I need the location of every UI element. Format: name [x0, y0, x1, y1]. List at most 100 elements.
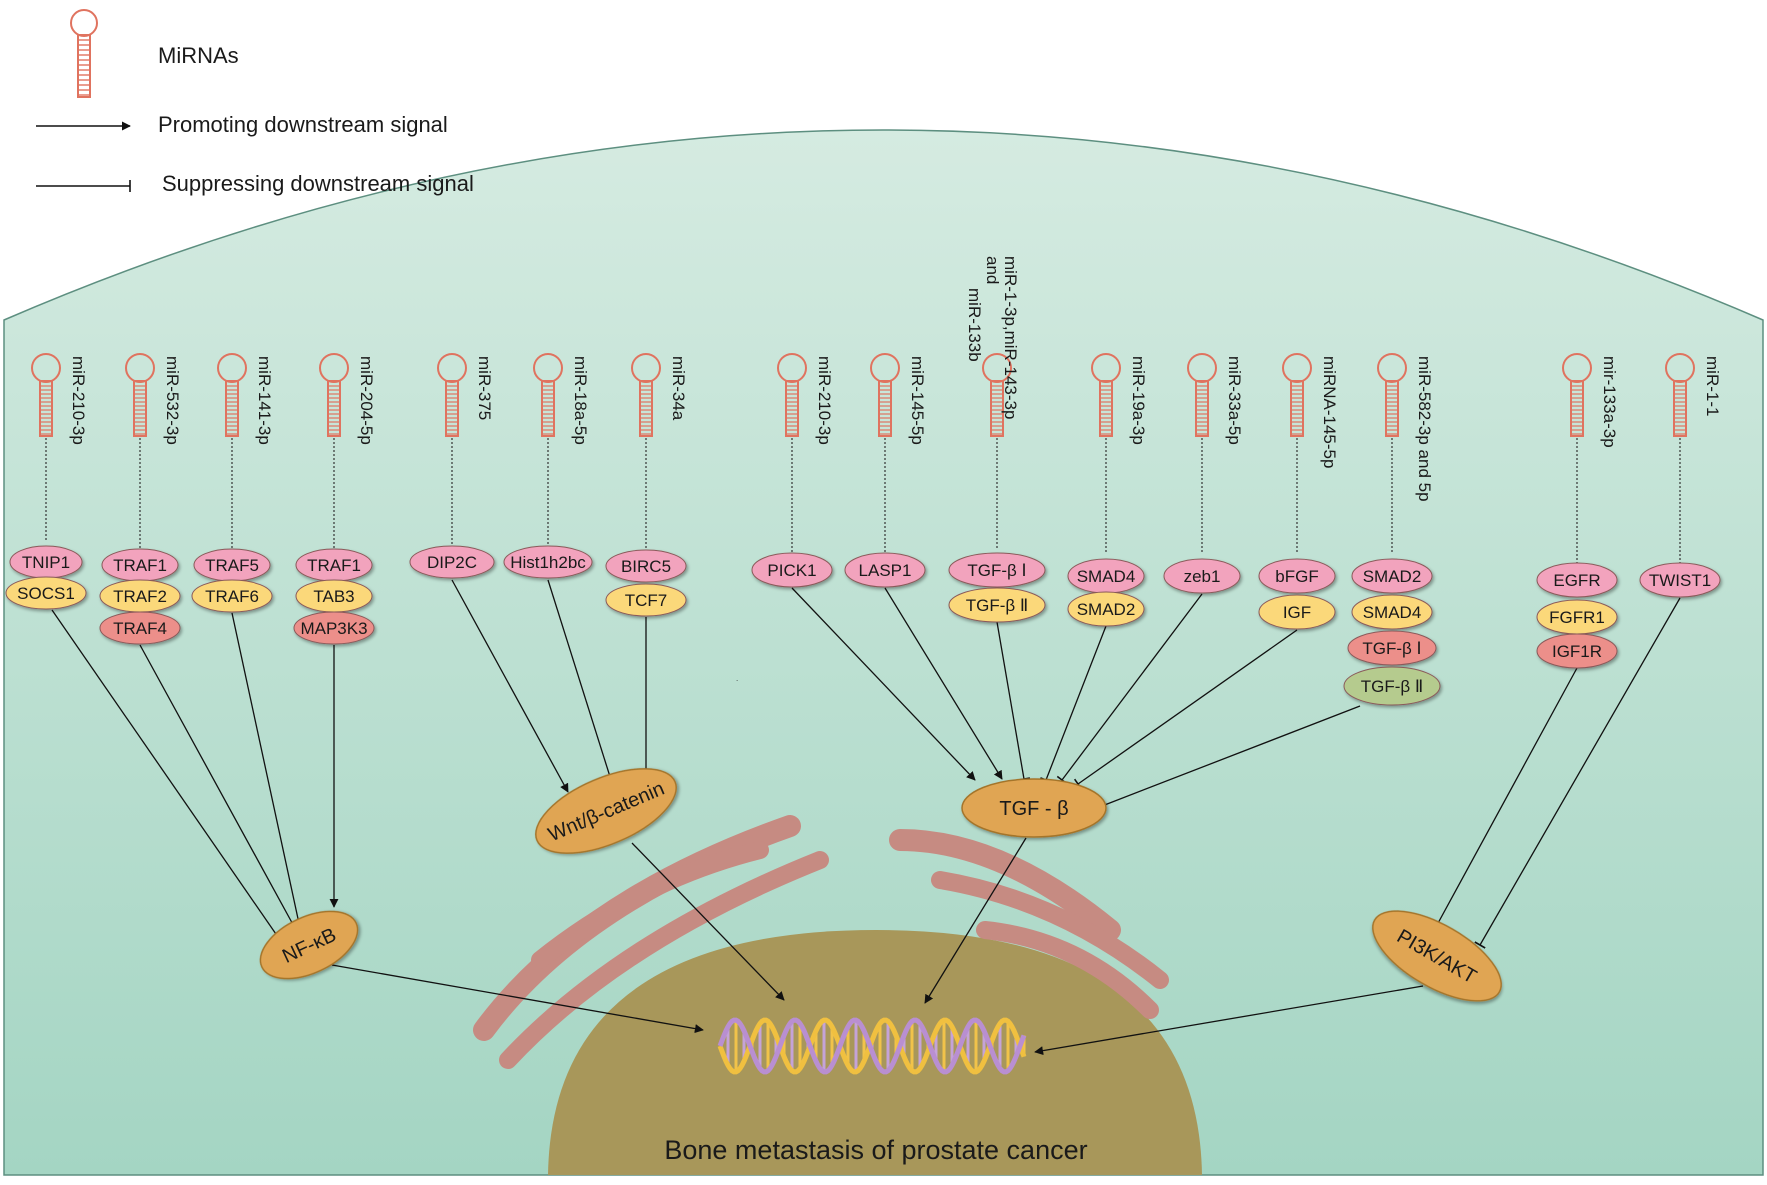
target-label: TAB3 [313, 587, 354, 606]
mirna-m16: miR-1-1 [1665, 353, 1722, 437]
promoting-edge [884, 587, 1003, 780]
target-label: TGF-β Ⅰ [1362, 639, 1421, 658]
er-band-left-3 [531, 841, 769, 969]
suppressing-edge [1431, 667, 1578, 929]
mirna-label: miR-532-3p [163, 356, 182, 445]
mirna-label: miR-204-5p [357, 356, 376, 445]
cell-membrane [3, 129, 1764, 1176]
target-traf1: TRAF1 [295, 548, 373, 582]
target-label: TCF7 [625, 591, 668, 610]
mirna-label: miR-145-5p [908, 356, 927, 445]
promoting-edge [231, 612, 303, 929]
target-tgf-: TGF-β Ⅰ [948, 552, 1046, 588]
mirna-label: miR-1-3p,miR-143-3pandmiR-133b [965, 256, 1020, 419]
pathway-nfkb: NF-κB [259, 910, 359, 980]
target-label: SMAD4 [1077, 567, 1136, 586]
mirna-m14: miR-582-3p and 5p [1377, 353, 1434, 502]
target-label: TRAF6 [205, 587, 259, 606]
target-smad4: SMAD4 [1067, 558, 1145, 594]
mirna-label: miR-1-1 [1703, 356, 1722, 416]
target-traf1: TRAF1 [101, 548, 179, 582]
nucleus-label: Bone metastasis of prostate cancer [664, 1135, 1087, 1165]
suppressing-edge [1099, 705, 1361, 812]
target-label: TRAF2 [113, 587, 167, 606]
target-label: TGF-β Ⅰ [967, 561, 1026, 580]
er-band-right-3 [976, 921, 1159, 1019]
promoting-edge [791, 587, 976, 781]
mirna-m7: miR-34a [631, 353, 688, 437]
mirna-label: miR-141-3p [255, 356, 274, 445]
promoting-edge [331, 964, 704, 1034]
target-tcf7: TCF7 [605, 583, 687, 617]
legend: MiRNAs Promoting downstream signal Suppr… [36, 9, 474, 196]
legend-mirna-icon [70, 9, 98, 98]
signal-edges [51, 579, 1681, 1056]
target-label: FGFR1 [1549, 608, 1605, 627]
target-smad2: SMAD2 [1351, 558, 1433, 594]
target-tgf-: TGF-β Ⅱ [1343, 666, 1441, 706]
mirna-m10: miR-1-3p,miR-143-3pandmiR-133b [965, 256, 1020, 437]
target-traf4: TRAF4 [99, 611, 181, 645]
target-fgfr1: FGFR1 [1536, 599, 1618, 635]
legend-suppress-label: Suppressing downstream signal [162, 171, 474, 196]
target-label: LASP1 [859, 561, 912, 580]
promoting-edge [1034, 985, 1424, 1056]
target-label: IGF1R [1552, 642, 1602, 661]
mirna-m9: miR-145-5p [870, 353, 927, 445]
target-twist1: TWIST1 [1639, 562, 1721, 598]
target-label: zeb1 [1184, 567, 1221, 586]
target-label: DIP2C [427, 553, 477, 572]
target-tgf-: TGF-β Ⅰ [1347, 630, 1437, 666]
target-map3k3: MAP3K3 [293, 611, 375, 645]
mirna-column: miR-210-3p miR-532-3p miR-141-3p miR-204-5p… [31, 256, 1722, 502]
target-label: TRAF4 [113, 619, 167, 638]
mirna-label: miR-18a-5p [571, 356, 590, 445]
promoting-edge [631, 842, 785, 1001]
suppressing-edge [996, 621, 1031, 781]
mirna-m13: miRNA-145-5p [1282, 353, 1339, 468]
pathway-tgfb: TGF - β [961, 778, 1107, 838]
target-label: TGF-β Ⅱ [966, 596, 1029, 615]
target-tnip1: TNIP1 [9, 545, 83, 579]
target-bfgf: bFGF [1258, 558, 1336, 594]
mirna-label: miR-19a-3p [1129, 356, 1148, 445]
mirna-target-connectors [45, 438, 1681, 566]
target-dip2c: DIP2C [409, 545, 495, 579]
target-egfr: EGFR [1536, 562, 1618, 598]
target-label: IGF [1283, 603, 1311, 622]
target-tab3: TAB3 [295, 579, 373, 613]
mirna-m12: miR-33a-5p [1187, 353, 1244, 445]
target-label: TNIP1 [22, 553, 70, 572]
mirna-m15: mir-133a-3p [1562, 353, 1619, 448]
target-traf2: TRAF2 [99, 579, 181, 613]
suppressing-edge [139, 644, 302, 934]
mirna-m3: miR-141-3p [217, 353, 274, 445]
target-label: TRAF5 [205, 556, 259, 575]
mirna-label: miR-34a [669, 356, 688, 421]
target-label: Hist1h2bc [510, 553, 586, 572]
pathway-label: TGF - β [999, 798, 1068, 820]
mirna-m6: miR-18a-5p [533, 353, 590, 445]
mirna-label: miR-210-3p [69, 356, 88, 445]
mirna-m1: miR-210-3p [31, 353, 88, 445]
target-label: SMAD2 [1363, 567, 1422, 586]
target-pick1: PICK1 [751, 552, 833, 588]
mirna-m8: miR-210-3p [777, 353, 834, 445]
target-igf1r: IGF1R [1536, 633, 1618, 669]
target-label: SOCS1 [17, 584, 75, 603]
suppressing-edge [1474, 597, 1681, 949]
mirna-label: miR-582-3p and 5p [1415, 356, 1434, 502]
mirna-m11: miR-19a-3p [1091, 353, 1148, 445]
er-band-right-2 [931, 871, 1169, 989]
target-traf5: TRAF5 [193, 548, 271, 582]
target-lasp1: LASP1 [844, 552, 926, 588]
target-label: TRAF1 [307, 556, 361, 575]
mirna-label: mir-133a-3p [1600, 356, 1619, 448]
suppressing-edge [547, 579, 618, 786]
target-birc5: BIRC5 [605, 549, 687, 583]
target-socs1: SOCS1 [5, 576, 87, 610]
suppressing-edge [1073, 629, 1298, 790]
